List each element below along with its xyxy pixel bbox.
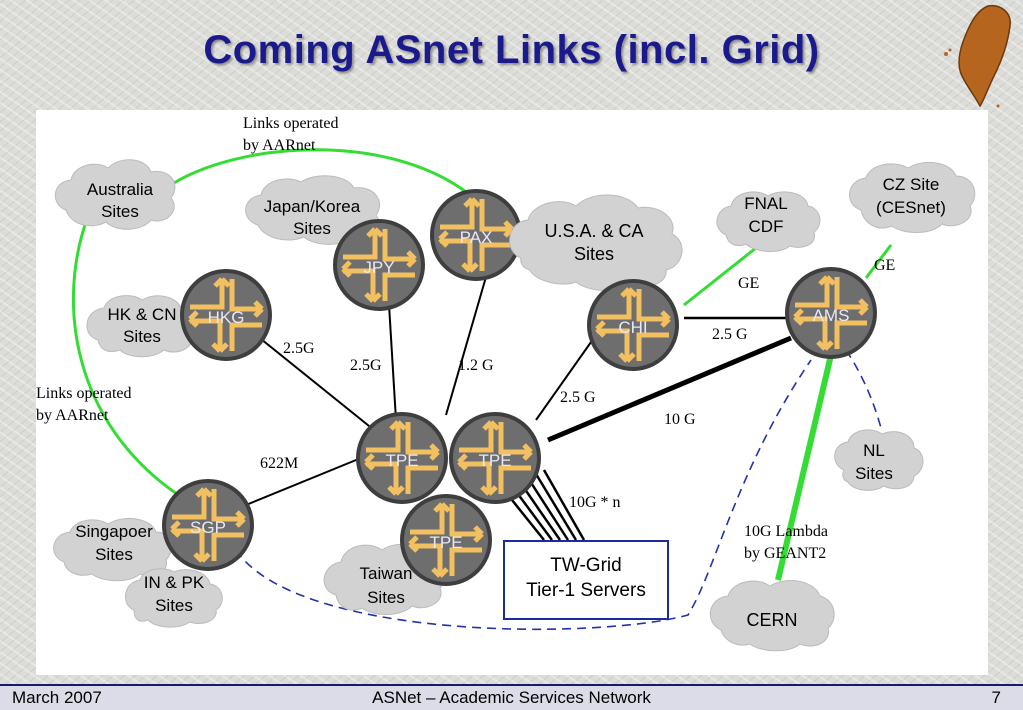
fnal-link-speed-label: GE (738, 275, 759, 292)
svg-text:TPE: TPE (478, 451, 511, 470)
tpe-hkg-link (255, 334, 375, 431)
svg-text:TPE: TPE (385, 451, 418, 470)
ams-nl-dashed-link (845, 349, 882, 429)
chi-fnal-link (683, 238, 767, 307)
tier1-link-speed-label: 10G * n (569, 494, 621, 511)
router-tpe-left: TPE (356, 412, 448, 504)
router-jpy: JPY (333, 219, 425, 311)
chi-ams-link-speed-label: 2.5 G (712, 326, 748, 343)
svg-text:CHI: CHI (618, 318, 647, 337)
svg-text:CERN: CERN (746, 610, 797, 630)
router-pax: PAX (430, 189, 522, 281)
pax-link-speed-label: 1.2 G (458, 357, 494, 374)
tier1-multi-link (503, 469, 586, 541)
svg-text:CZ Site(CESnet): CZ Site(CESnet) (876, 175, 946, 217)
ams-cern-link (775, 354, 834, 581)
tpe-ams-link (547, 335, 792, 443)
svg-text:HKG: HKG (208, 308, 245, 327)
router-ams: AMS (785, 267, 877, 359)
router-tpe-bottom: TPE (400, 494, 492, 586)
router-tpe-right: TPE (449, 412, 541, 504)
svg-text:SGP: SGP (190, 518, 226, 537)
router-hkg: HKG (180, 269, 272, 361)
slide-footer: March 2007 ASNet – Academic Services Net… (0, 684, 1023, 710)
tpe-pax-link (445, 269, 489, 416)
chi-link-speed-label: 2.5 G (560, 389, 596, 406)
cz-site-cloud: CZ Site(CESnet) (849, 161, 976, 233)
svg-text:PAX: PAX (460, 228, 493, 247)
aarnet-link-top (165, 148, 477, 202)
aarnet-link-left (71, 221, 187, 502)
cz-link-speed-label: GE (874, 257, 895, 274)
page-number: 7 (991, 688, 1001, 707)
tpe-sgp-link (245, 457, 362, 506)
footer-date: March 2007 (12, 688, 102, 707)
router-chi: CHI (587, 279, 679, 371)
svg-text:AMS: AMS (813, 306, 850, 325)
taiwan-map-logo (944, 4, 1011, 108)
slide-title: Coming ASnet Links (incl. Grid) (203, 28, 820, 72)
svg-text:JPY: JPY (363, 258, 394, 277)
sgp-cern-dashed-link (235, 359, 812, 631)
cern-cloud: CERN (709, 580, 835, 652)
tpe-chi-link (535, 334, 597, 421)
tpe-jpy-link (387, 287, 397, 421)
svg-text:TPE: TPE (429, 533, 462, 552)
footer-title: ASNet – Academic Services Network (372, 688, 651, 707)
hkg-link-speed-label: 2.5G (283, 340, 315, 357)
router-sgp: SGP (162, 479, 254, 571)
ams-cz-link (864, 244, 893, 279)
ams-link-speed-label: 10 G (664, 411, 696, 428)
sgp-link-speed-label: 622M (260, 455, 298, 472)
jpy-link-speed-label: 2.5G (350, 357, 382, 374)
